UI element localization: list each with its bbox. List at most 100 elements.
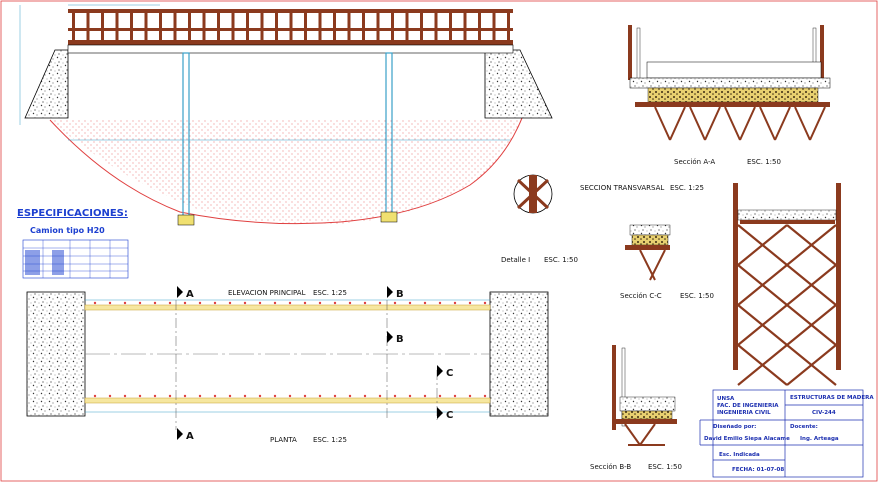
transverse-section [733,183,841,386]
truss-diagonal [737,264,788,306]
bolt [183,301,187,305]
top-rail [68,9,513,13]
bolt [243,394,247,398]
bolt [483,394,487,398]
bolt [333,394,337,398]
elevation-view [19,4,553,226]
elevation-cut-a-label: A [186,289,194,300]
bolt [228,394,232,398]
bolt [168,394,172,398]
right-footing [380,211,398,223]
ground-line [49,117,523,225]
spec-subtitle: Camion tipo H20 [30,226,105,235]
section-cc-title: Sección C-C [620,292,662,300]
plan-left-abutment [26,291,86,417]
tb-school-2: FAC. DE INGENIERIA [717,403,779,409]
section-aa-title: Sección A-A [674,158,715,166]
plan-title: PLANTA [270,436,297,444]
bolt [393,394,397,398]
bolt [378,301,382,305]
support-brace [774,106,791,141]
cross-section-scale: ESC. 1:25 [670,184,704,192]
support-brace [759,106,776,141]
section-bb: Sección B-B ESC. 1:50 [590,345,682,471]
baluster [86,13,90,40]
truss-diagonal [786,264,837,306]
bolt [213,394,217,398]
baluster [159,13,162,40]
bolt [453,394,457,398]
bolt [453,301,457,305]
support-brace [654,106,671,141]
baluster [405,13,409,40]
bolt [108,301,112,305]
baluster [173,13,177,40]
bolt [408,301,412,305]
bolt [468,301,472,305]
truss-diagonal [737,344,788,386]
elevation-title: ELEVACION PRINCIPAL [228,289,306,297]
tb-course: ESTRUCTURAS DE MADERA [790,395,874,401]
detail-title: Detalle I [501,256,530,264]
bolt [408,394,412,398]
bolt [243,301,247,305]
tb-teacher-label: Docente: [790,424,818,430]
bolt [273,301,277,305]
tb-school-3: INGENIERIA CIVIL [717,410,771,416]
truss-diagonal [786,304,837,346]
bolt [123,301,127,305]
section-bb-scale: ESC. 1:50 [648,463,682,471]
bolt [333,301,337,305]
section-aa: Sección A-A ESC. 1:50 [628,25,831,166]
plan-top-rail [84,304,491,311]
support-brace [669,106,686,141]
detail-i: Detalle I ESC. 1:50 [501,174,578,264]
left-abutment [24,49,69,119]
elevation-cut-b-label: B [396,289,404,300]
section-aa-scale: ESC. 1:50 [747,158,781,166]
plan-bottom-rail [84,397,491,404]
specifications-block: ESPECIFICACIONES: Camion tipo H20 [17,208,129,279]
bolt [138,301,142,305]
bolt [258,301,262,305]
bolt [438,301,442,305]
bolt [183,394,187,398]
bolt [153,301,157,305]
ground-fill [50,120,520,225]
bolt [348,394,352,398]
tb-teacher: Ing. Arteaga [800,436,839,442]
plan-cut-a-label: A [186,431,194,442]
main-beam [67,44,514,54]
baluster [115,13,119,40]
baluster [376,13,380,40]
baluster [362,13,365,40]
truss-diagonal [786,224,837,266]
bolt [123,394,127,398]
bolt [348,301,352,305]
bolt [288,301,292,305]
bolt [198,301,202,305]
section-bb-title: Sección B-B [590,463,631,471]
baluster [420,13,423,40]
bolt [303,301,307,305]
truss-diagonal [786,344,837,386]
tb-designed-label: Diseñado por: [713,424,756,430]
balusters [72,13,510,40]
bolt [93,301,97,305]
bolt [288,394,292,398]
bolt [438,394,442,398]
baluster [449,13,452,40]
bolt [273,394,277,398]
elevation-scale: ESC. 1:25 [313,289,347,297]
truss-diagonal [737,224,788,266]
bolt [423,301,427,305]
bolt [483,301,487,305]
bolt [198,394,202,398]
baluster [202,13,206,40]
bolt [258,394,262,398]
baluster [144,13,148,40]
tb-school-1: UNSA [717,396,735,402]
baluster [478,13,481,40]
bolt [213,301,217,305]
